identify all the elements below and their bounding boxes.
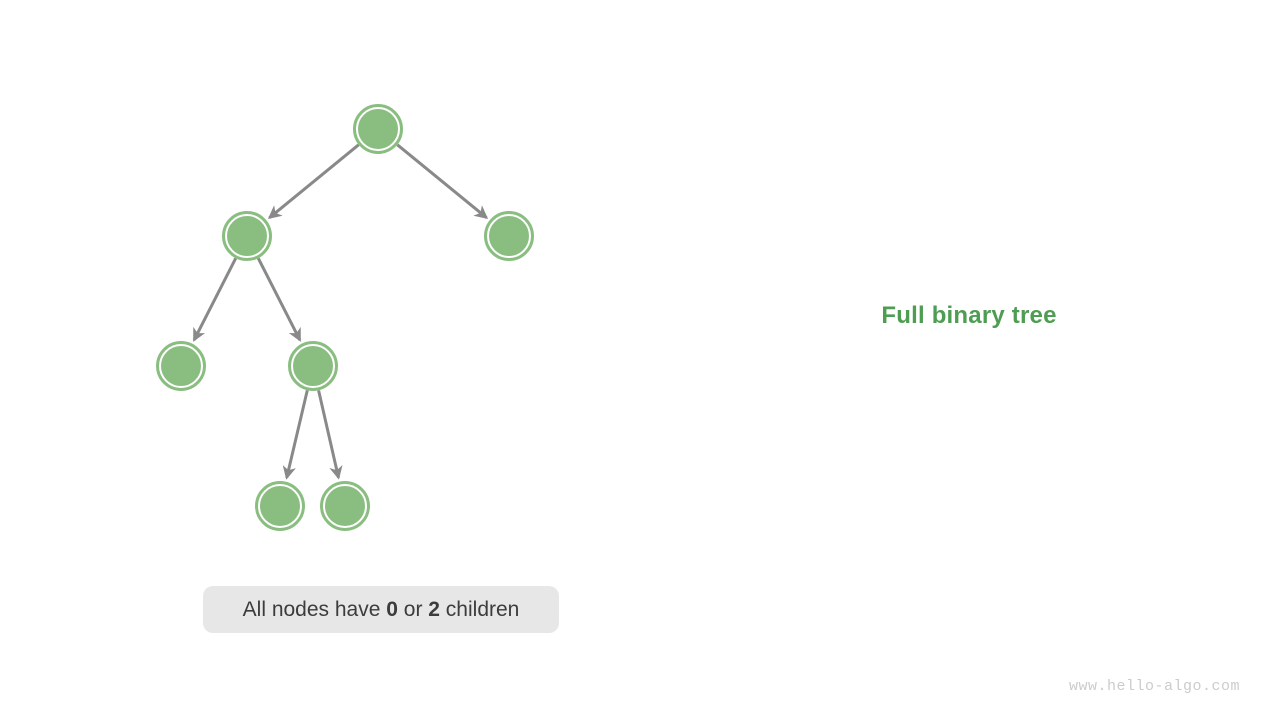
caption-text: All nodes have 0 or 2 children [243,598,520,622]
tree-edge [396,143,489,219]
tree-node-left-child [222,211,272,261]
caption-part: children [439,597,520,621]
tree-node-right-grandchild [288,341,338,391]
caption-bold-zero: 0 [386,597,398,621]
node-circle [156,341,206,391]
node-inner-ring [225,214,269,258]
tree-node-leaf-right [320,481,370,531]
tree-node-leaf-left [255,481,305,531]
figure-title: Full binary tree [881,302,1057,329]
node-inner-ring [291,344,335,388]
node-circle [255,481,305,531]
tree-node-root [353,104,403,154]
tree-node-right-child [484,211,534,261]
node-circle [484,211,534,261]
tree-edge [256,257,302,342]
caption-box: All nodes have 0 or 2 children [203,586,559,633]
node-circle [320,481,370,531]
tree-edges-layer [192,143,489,480]
node-circle [288,341,338,391]
node-circle [353,104,403,154]
tree-edge [317,390,343,480]
node-inner-ring [258,484,302,528]
node-circle [222,211,272,261]
node-inner-ring [323,484,367,528]
tree-edge [282,389,309,480]
caption-bold-two: 2 [428,597,440,621]
caption-part: or [397,597,429,621]
watermark: www.hello-algo.com [1068,678,1240,695]
tree-edge [192,257,238,342]
tree-edge [267,143,360,219]
node-inner-ring [159,344,203,388]
node-inner-ring [487,214,531,258]
tree-nodes-layer [156,104,534,531]
tree-node-left-grandchild [156,341,206,391]
caption-part: All nodes have [242,597,387,621]
node-inner-ring [356,107,400,151]
